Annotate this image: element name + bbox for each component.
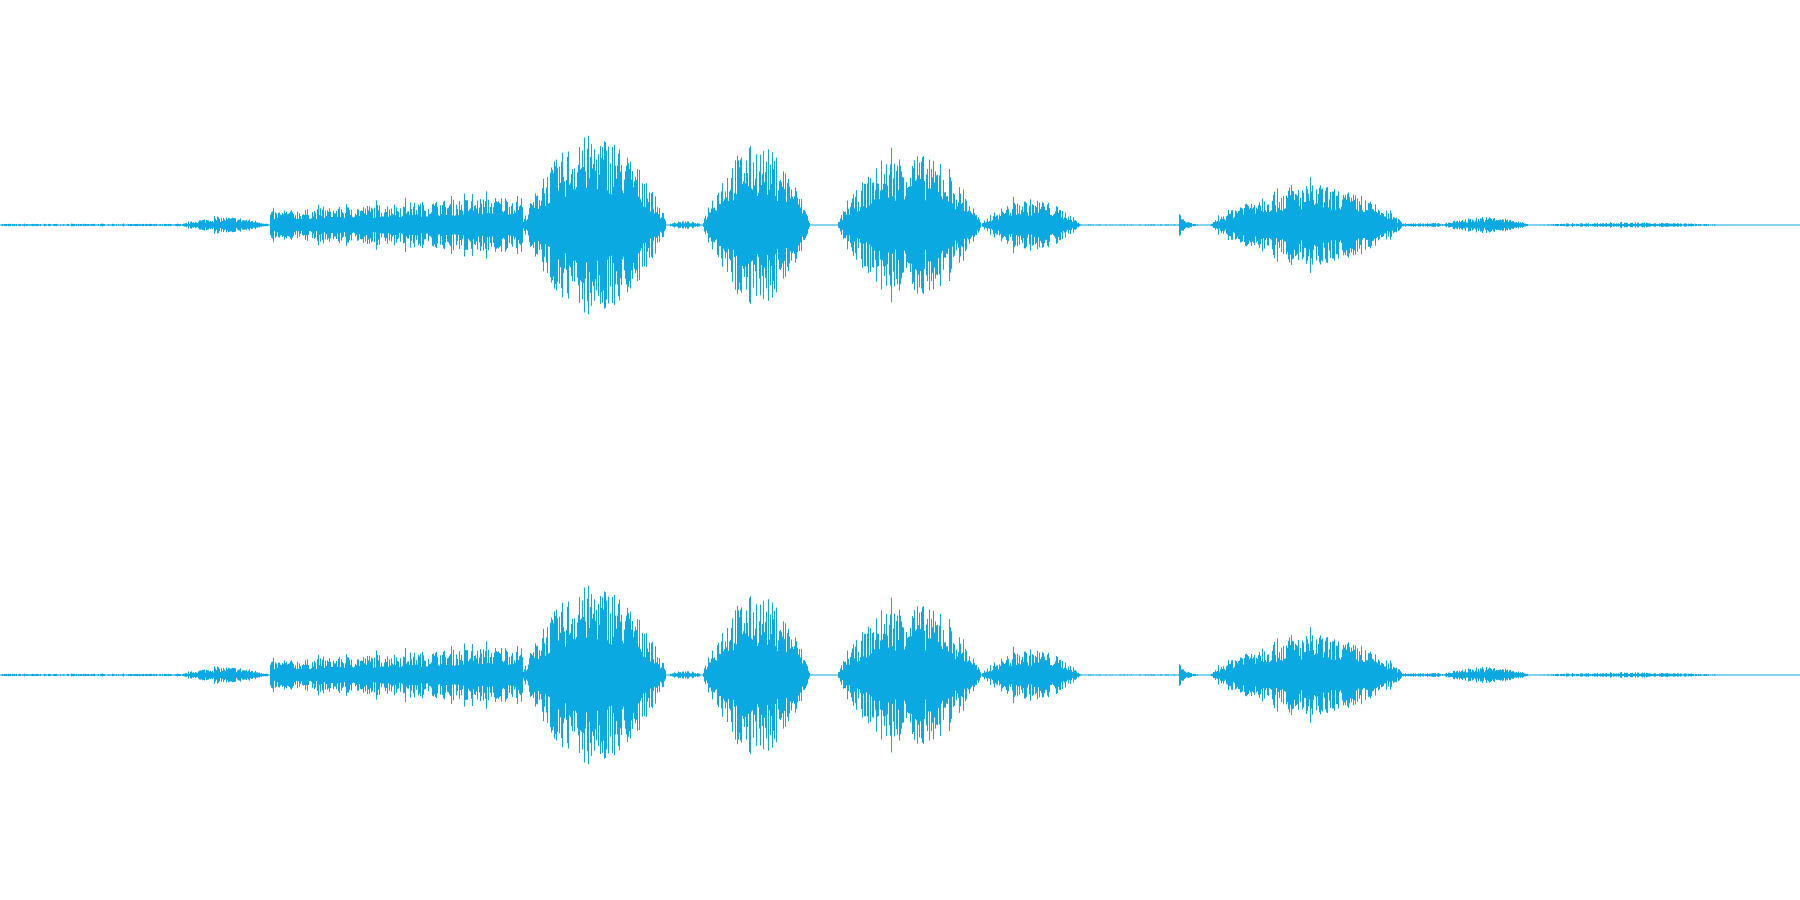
waveform-samples — [0, 135, 1800, 315]
waveform-samples — [0, 585, 1800, 765]
waveform-channel-left — [0, 135, 1800, 315]
waveform-channel-right — [0, 585, 1800, 765]
